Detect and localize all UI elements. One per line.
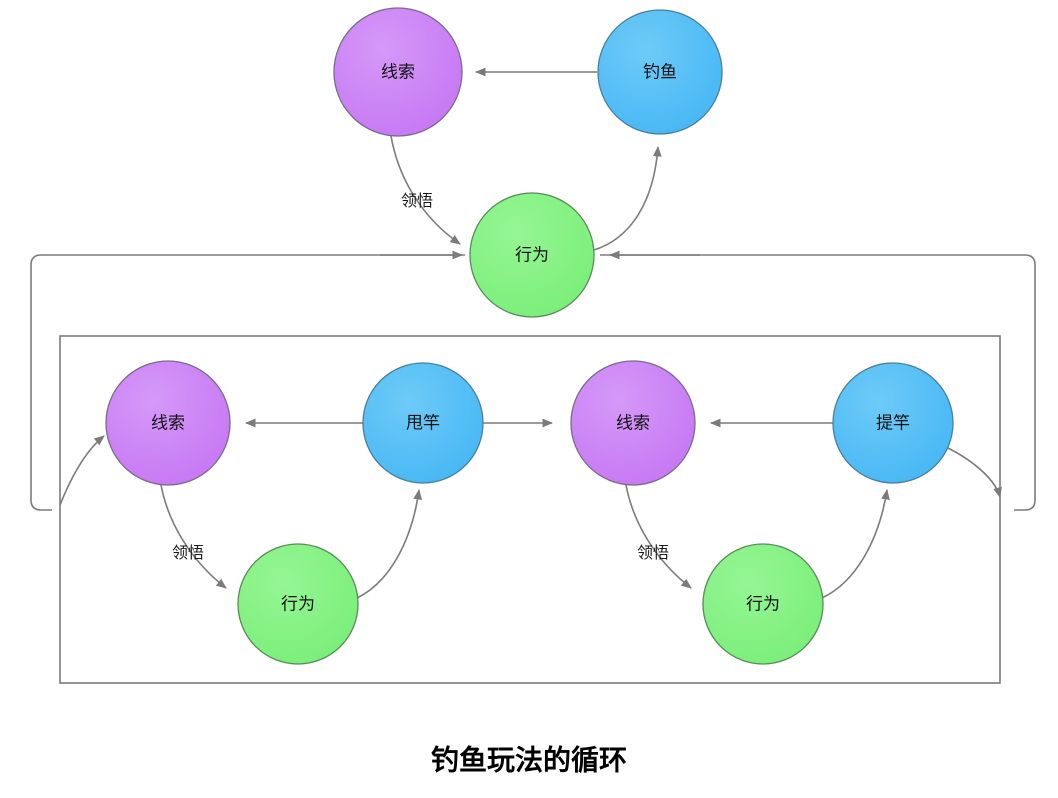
node-circle-action-top[interactable] [469,192,595,318]
node-label-lift-rod: 提竿 [876,413,910,432]
node-label-cue-left: 线索 [151,413,185,432]
edges [59,67,1002,599]
node-cue-left[interactable]: 线索 [105,360,231,486]
edge-action-top-to-fishing [593,146,662,251]
edge-label-insight-left: 领悟 [172,544,204,562]
node-label-cue-top: 线索 [381,62,415,81]
edge-labels: 领悟 领悟 领悟 [172,192,669,562]
edge-cue-right-to-action-right [625,484,692,589]
node-circle-action-left[interactable] [237,543,359,665]
outer-loop-box-left [30,254,465,511]
nodes: 线索 钓鱼 行为 线索 甩竿 线索 [105,7,954,665]
node-action-top[interactable]: 行为 [469,192,595,318]
edge-label-insight-right: 领悟 [637,544,669,562]
node-fishing-top[interactable]: 钓鱼 [597,9,723,135]
node-circle-cue-left[interactable] [105,360,231,486]
node-circle-fishing-top[interactable] [597,9,723,135]
node-label-cue-right: 线索 [616,413,650,432]
node-action-left[interactable]: 行为 [237,543,359,665]
edge-label-insight-top: 领悟 [401,192,433,210]
edge-action-right-to-lift [821,489,890,599]
edge-outer-left-to-cue-left [59,435,105,506]
edge-cue-top-to-action-top [390,135,461,245]
edge-lift-to-outer-right [945,446,1002,498]
node-label-action-top: 行为 [515,245,549,264]
edge-action-left-to-cast [356,489,423,599]
node-circle-action-right[interactable] [702,543,824,665]
diagram-title: 钓鱼玩法的循环 [431,743,627,775]
node-label-action-right: 行为 [746,594,780,613]
inner-loop-box [59,335,1001,684]
node-cast-rod[interactable]: 甩竿 [362,362,484,484]
node-cue-right[interactable]: 线索 [570,360,696,486]
node-circle-cue-right[interactable] [570,360,696,486]
outer-loop-box [600,254,1036,511]
node-label-fishing-top: 钓鱼 [643,62,677,81]
node-circle-cue-top[interactable] [333,7,463,137]
node-action-right[interactable]: 行为 [702,543,824,665]
node-circle-lift-rod[interactable] [832,362,954,484]
node-lift-rod[interactable]: 提竿 [832,362,954,484]
node-cue-top[interactable]: 线索 [333,7,463,137]
node-label-action-left: 行为 [281,594,315,613]
node-circle-cast-rod[interactable] [362,362,484,484]
node-label-cast-rod: 甩竿 [406,413,440,432]
edge-cue-left-to-action-left [160,484,227,589]
container-boxes [30,254,1036,684]
